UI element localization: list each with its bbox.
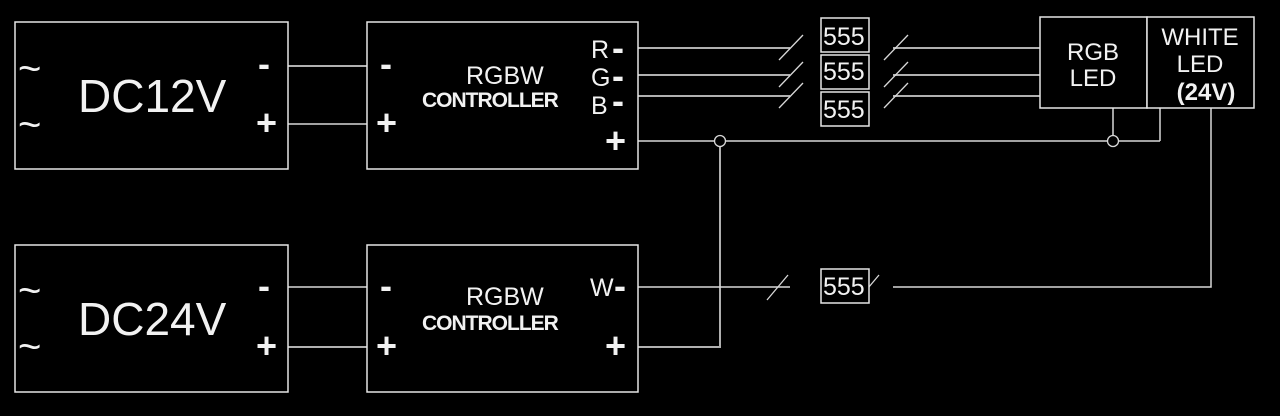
psu-plus-terminal: + [256, 325, 277, 366]
break-tick [778, 82, 804, 109]
break-tick [778, 34, 804, 61]
controller-out-plus: + [605, 325, 626, 366]
ac-symbol-icon: ~ [18, 47, 41, 91]
break-tick [883, 34, 909, 61]
rgbw-controller-1: - + RGBW CONTROLLER R - G - B - + [366, 21, 639, 170]
amplifier-box [820, 54, 870, 90]
psu-box [14, 244, 289, 393]
amplifier-555-b: 555 [820, 91, 870, 127]
white-led-box [1146, 16, 1255, 109]
psu-label: DC12V [78, 70, 227, 122]
wire-w-led [893, 108, 1212, 288]
controller-subtitle: CONTROLLER [422, 89, 559, 112]
wires [288, 47, 1212, 348]
controller-title: RGBW [466, 62, 544, 90]
ac-symbol-icon: ~ [18, 325, 41, 369]
output-label-w: W [590, 274, 614, 302]
psu-minus-terminal: - [258, 265, 270, 306]
controller-in-plus: + [376, 102, 397, 143]
break-tick [778, 61, 804, 88]
amplifier-label: 555 [823, 96, 865, 124]
amplifier-box [820, 17, 870, 53]
output-sign-w: - [614, 265, 626, 306]
output-label-g: G [591, 64, 610, 92]
amplifier-label: 555 [823, 23, 865, 51]
amplifier-555-g: 555 [820, 54, 870, 90]
break-tick [883, 61, 909, 88]
psu-minus-terminal: - [258, 43, 270, 84]
output-sign-r: - [612, 27, 624, 68]
white-led-line2: LED [1177, 51, 1224, 78]
amplifier-555-r: 555 [820, 17, 870, 53]
rgb-led-line2: LED [1070, 65, 1117, 92]
amplifier-555-w: 555 [820, 268, 870, 304]
junction-dot [713, 134, 727, 148]
controller-box [366, 244, 639, 393]
rgbw-controller-2: - + RGBW CONTROLLER W - + [366, 244, 639, 393]
rgb-led: RGB LED [1039, 16, 1148, 109]
psu-box [14, 21, 289, 170]
power-supply-12v: ~ ~ DC12V - + [14, 21, 289, 170]
white-led-voltage: (24V) [1177, 79, 1236, 106]
output-sign-g: - [612, 55, 624, 96]
amplifier-box [820, 91, 870, 127]
controller-in-plus: + [376, 325, 397, 366]
junction-dot [1106, 134, 1120, 148]
output-sign-b: - [612, 80, 624, 121]
controller-out-plus: + [605, 120, 626, 161]
amplifier-box [820, 268, 870, 304]
amplifier-label: 555 [823, 58, 865, 86]
controller-box [366, 21, 639, 170]
white-led-line1: WHITE [1161, 24, 1238, 51]
amplifier-label: 555 [823, 273, 865, 301]
wire-plus-bridge [638, 141, 721, 348]
psu-plus-terminal: + [256, 102, 277, 143]
power-supply-24v: ~ ~ DC24V - + [14, 244, 289, 393]
output-label-b: B [591, 92, 608, 120]
controller-in-minus: - [380, 265, 392, 306]
break-tick [883, 82, 909, 109]
output-label-r: R [591, 36, 609, 64]
controller-in-minus: - [380, 43, 392, 84]
white-led: WHITE LED (24V) [1146, 16, 1255, 109]
controller-title: RGBW [466, 283, 544, 311]
rgb-led-box [1039, 16, 1148, 109]
rgb-led-line1: RGB [1067, 39, 1119, 66]
ac-symbol-icon: ~ [18, 269, 41, 313]
psu-label: DC24V [78, 293, 227, 345]
ac-symbol-icon: ~ [18, 103, 41, 147]
controller-subtitle: CONTROLLER [422, 312, 559, 335]
break-tick [766, 274, 789, 301]
break-ticks [766, 34, 909, 301]
